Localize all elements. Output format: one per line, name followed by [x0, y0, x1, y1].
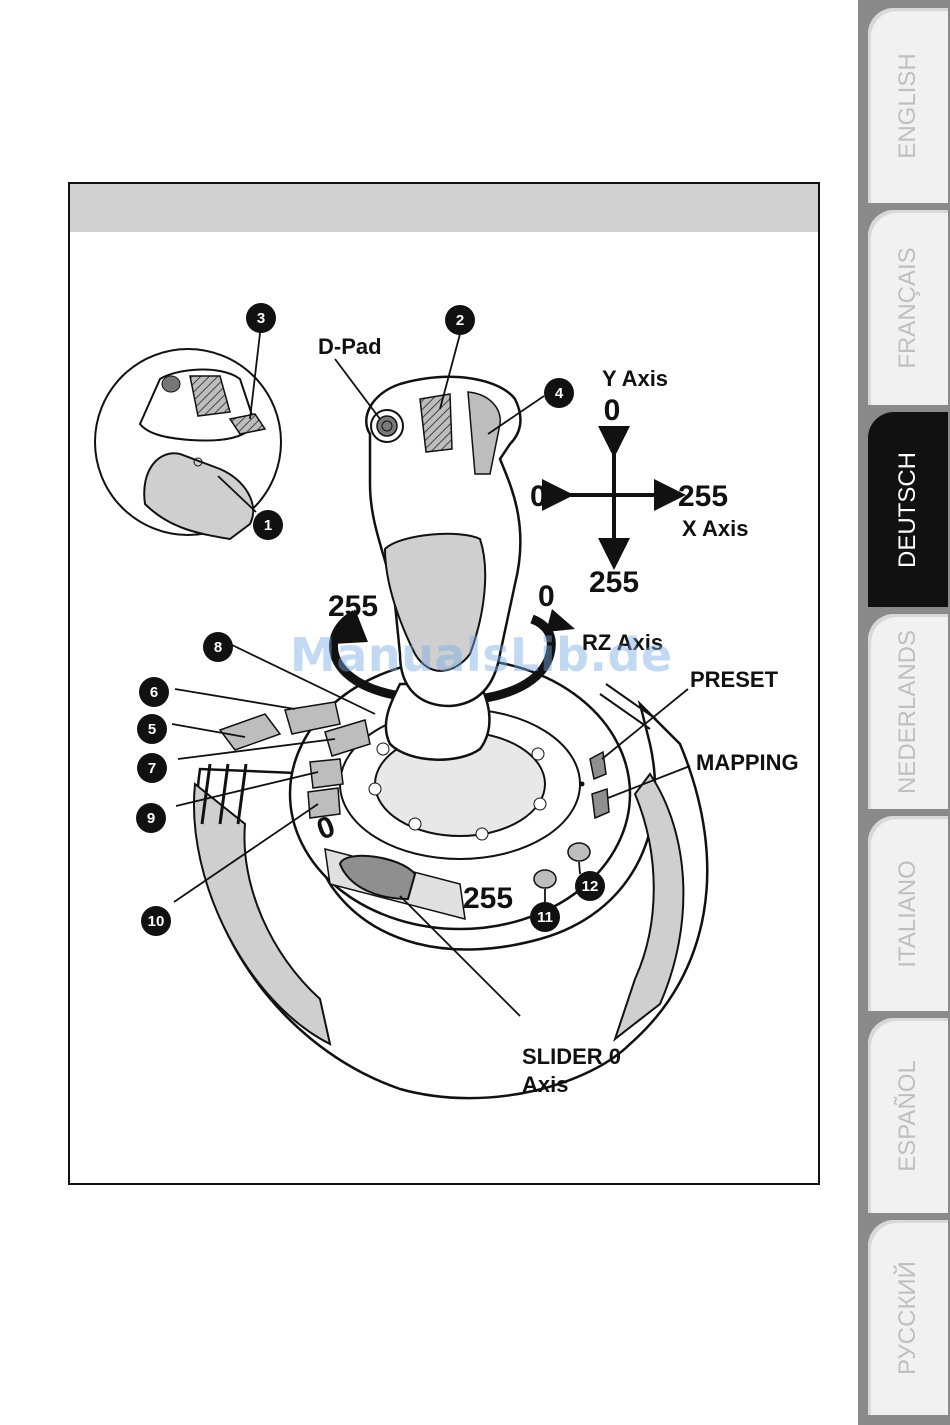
- svg-text:11: 11: [537, 909, 553, 926]
- callout-6: 6: [139, 677, 169, 707]
- tab-label-italiano: ITALIANO: [894, 860, 922, 968]
- svg-text:6: 6: [150, 684, 158, 701]
- language-tab-strip: ENGLISH FRANÇAIS DEUTSCH NEDERLANDS ITAL…: [858, 0, 950, 1425]
- callout-7: 7: [137, 753, 167, 783]
- svg-text:1: 1: [264, 517, 272, 534]
- tab-italiano[interactable]: ITALIANO: [868, 816, 948, 1011]
- tab-label-russian: РУССКИЙ: [894, 1261, 922, 1375]
- slider-max-value: 255: [463, 882, 513, 915]
- preset-label: PRESET: [690, 667, 779, 692]
- svg-text:10: 10: [148, 913, 165, 930]
- svg-text:12: 12: [582, 878, 599, 895]
- y-axis-label: Y Axis: [602, 366, 668, 391]
- tab-espanol[interactable]: ESPAÑOL: [868, 1018, 948, 1213]
- x-axis-max-value: 255: [678, 480, 728, 513]
- callout-10: 10: [141, 906, 171, 936]
- svg-text:9: 9: [147, 810, 155, 827]
- mapping-label: MAPPING: [696, 750, 799, 775]
- rz-axis-right-value: 0: [538, 580, 555, 613]
- tab-russian[interactable]: РУССКИЙ: [868, 1220, 948, 1415]
- callout-5: 5: [137, 714, 167, 744]
- slider-axis-label-line2: Axis: [522, 1072, 568, 1097]
- callout-11: 11: [530, 902, 560, 932]
- tab-nederlands[interactable]: NEDERLANDS: [868, 614, 948, 809]
- tab-english[interactable]: ENGLISH: [868, 8, 948, 203]
- y-axis-max-value: 255: [589, 566, 639, 599]
- dpad-label: D-Pad: [318, 334, 382, 359]
- x-axis-min-value: 0: [530, 480, 547, 513]
- tab-deutsch[interactable]: DEUTSCH: [868, 412, 948, 607]
- svg-text:2: 2: [456, 312, 464, 329]
- svg-text:8: 8: [214, 639, 222, 656]
- tab-label-espanol: ESPAÑOL: [894, 1060, 922, 1172]
- tab-label-nederlands: NEDERLANDS: [894, 629, 922, 793]
- callout-4: 4: [544, 378, 574, 408]
- watermark-text: ManualsLib.de: [290, 628, 673, 682]
- callout-12: 12: [575, 871, 605, 901]
- slider-axis-label-line1: SLIDER 0: [522, 1044, 621, 1069]
- svg-text:4: 4: [555, 385, 564, 402]
- inset-grip-view: [95, 349, 281, 539]
- rz-axis-left-value: 255: [328, 590, 378, 623]
- joystick-diagram: 1 2 3 4 5 6 7 8 9 10 11 12 D-Pad Y Axis …: [70, 184, 822, 1187]
- svg-text:5: 5: [148, 721, 156, 738]
- x-axis-label: X Axis: [682, 516, 748, 541]
- xy-axis-indicator: [558, 442, 670, 554]
- figure-frame: 1 2 3 4 5 6 7 8 9 10 11 12 D-Pad Y Axis …: [68, 182, 820, 1185]
- tab-francais[interactable]: FRANÇAIS: [868, 210, 948, 405]
- callout-3: 3: [246, 303, 276, 333]
- callout-2: 2: [445, 305, 475, 335]
- y-axis-min-value: 0: [604, 394, 621, 427]
- svg-text:3: 3: [257, 310, 265, 327]
- callout-1: 1: [253, 510, 283, 540]
- tab-label-francais: FRANÇAIS: [894, 247, 922, 368]
- callout-8: 8: [203, 632, 233, 662]
- callout-9: 9: [136, 803, 166, 833]
- tab-label-english: ENGLISH: [894, 53, 922, 158]
- svg-text:7: 7: [148, 760, 156, 777]
- tab-label-deutsch: DEUTSCH: [894, 451, 922, 567]
